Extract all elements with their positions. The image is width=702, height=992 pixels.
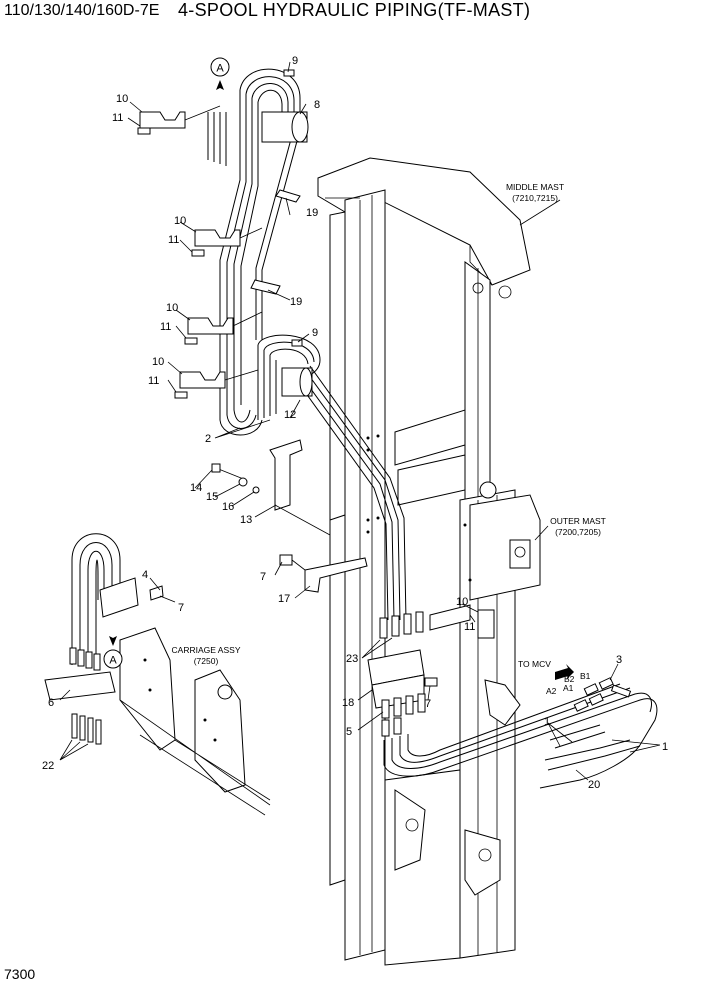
part-label-14: 14 — [190, 482, 202, 494]
part-label-12: 12 — [284, 409, 296, 421]
part-label-7-b: 7 — [178, 602, 184, 614]
detail-a-carriage — [44, 533, 271, 816]
part-label-17: 17 — [278, 593, 290, 605]
to-mcv-label: TO MCV — [518, 659, 551, 669]
part-number-labels: 9 8 10 11 19 10 11 19 10 11 9 10 11 12 2… — [42, 55, 668, 791]
outer-mast-label: OUTER MAST — [550, 516, 606, 526]
carriage-ref: (7250) — [194, 656, 219, 666]
hose-bundle-upper — [207, 68, 407, 621]
part-label-8: 8 — [314, 99, 320, 111]
part-label-6: 6 — [48, 697, 54, 709]
part-label-16: 16 — [222, 501, 234, 513]
part-label-2: 2 — [205, 433, 211, 445]
outer-mast-refs: (7200,7205) — [555, 527, 601, 537]
fitting-block — [367, 604, 495, 737]
part-label-1-b: 1 — [662, 741, 668, 753]
detail-marker-label-top: A — [216, 63, 224, 75]
part-label-19-a: 19 — [306, 207, 318, 219]
part-label-11-d: 11 — [148, 375, 159, 387]
detail-marker-bottom: A — [103, 636, 123, 669]
part-label-11-c: 11 — [160, 321, 171, 333]
part-label-10-c: 10 — [166, 302, 178, 314]
model-number: 110/130/140/160D-7E — [4, 2, 160, 19]
part-label-19-b: 19 — [290, 296, 302, 308]
part-label-9-mid: 9 — [312, 327, 318, 339]
middle-mast-refs: (7210,7215) — [512, 193, 558, 203]
detail-marker-top: A — [210, 57, 230, 90]
part-label-1-a: 1 — [544, 716, 550, 728]
carriage-label: CARRIAGE ASSY — [172, 645, 241, 655]
part-label-11-e: 11 — [464, 621, 475, 633]
page-title: 4-SPOOL HYDRAULIC PIPING(TF-MAST) — [178, 0, 531, 20]
part-label-20: 20 — [588, 779, 600, 791]
part-label-5: 5 — [346, 726, 352, 738]
port-b2-label: B2 — [564, 674, 575, 684]
part-label-11-a: 11 — [112, 112, 123, 124]
part-label-3: 3 — [616, 654, 622, 666]
part-label-11-b: 11 — [168, 234, 179, 246]
leader-lines — [59, 61, 661, 781]
hose-bundle-lower — [383, 664, 658, 789]
port-a1-label: A1 — [563, 683, 574, 693]
part-label-15: 15 — [206, 491, 218, 503]
part-label-10-e: 10 — [456, 596, 468, 608]
bracket-13 — [211, 439, 331, 536]
part-label-7-c: 7 — [425, 698, 431, 710]
page-number: 7300 — [4, 966, 36, 982]
part-label-10-a: 10 — [116, 93, 128, 105]
part-label-13: 13 — [240, 514, 252, 526]
detail-marker-label-bottom: A — [109, 655, 117, 667]
port-a2-label: A2 — [546, 686, 557, 696]
part-label-4: 4 — [142, 569, 148, 581]
port-b1-label: B1 — [580, 671, 591, 681]
part-label-9-top: 9 — [292, 55, 298, 67]
part-label-7-a: 7 — [260, 571, 266, 583]
hose-clamps — [137, 69, 303, 399]
part-label-23: 23 — [346, 653, 358, 665]
middle-mast-label: MIDDLE MAST — [506, 182, 564, 192]
part-label-22: 22 — [42, 760, 54, 772]
outer-mast — [329, 189, 541, 966]
part-label-10-b: 10 — [174, 215, 186, 227]
part-label-10-d: 10 — [152, 356, 164, 368]
assembly-captions: MIDDLE MAST (7210,7215) OUTER MAST (7200… — [172, 182, 606, 696]
part-label-18: 18 — [342, 697, 354, 709]
